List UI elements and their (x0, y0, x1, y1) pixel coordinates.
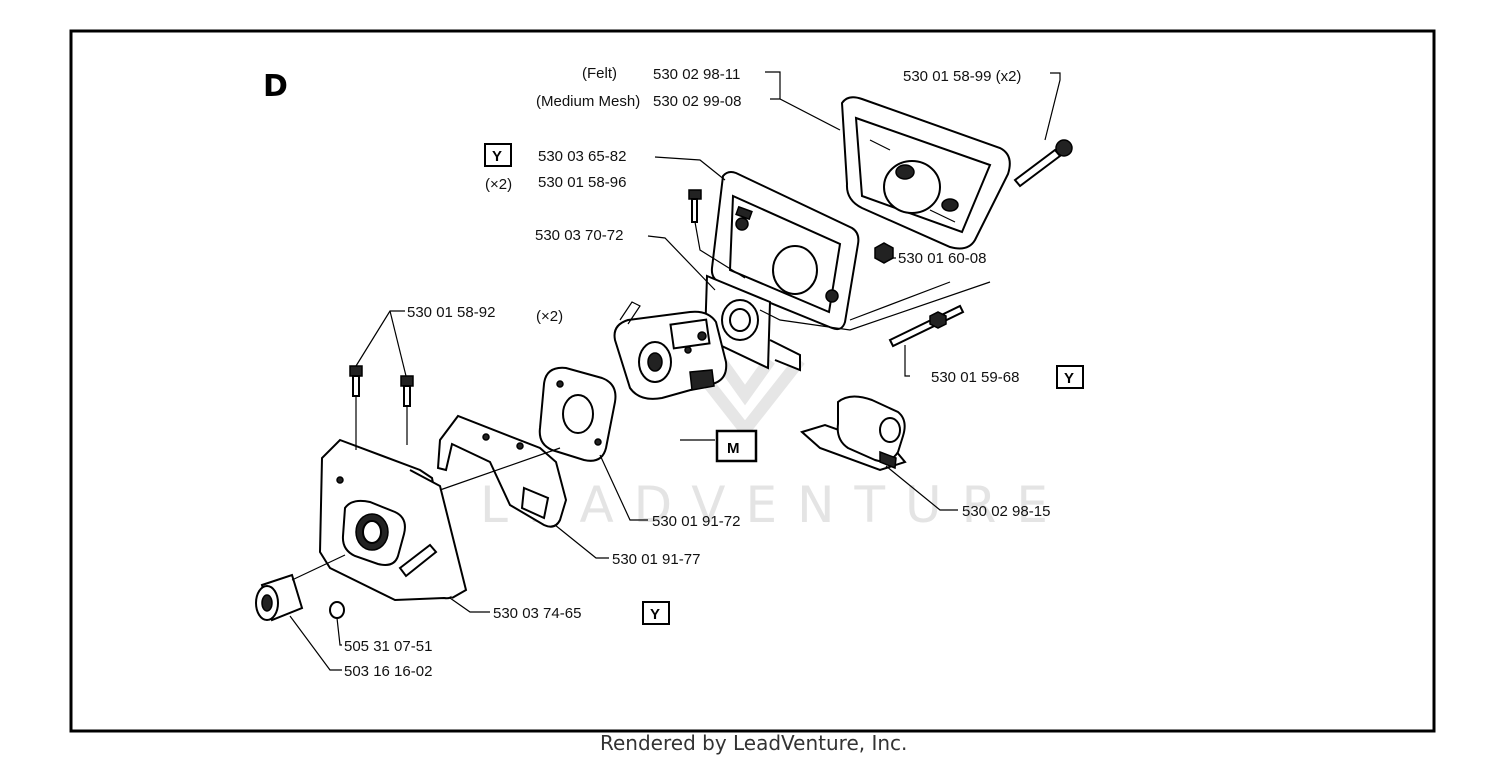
choke-part-number: 530 02 98-15 (962, 503, 1050, 520)
gasket-upper-part-number: 530 03 70-72 (535, 227, 623, 244)
bolts-part-number: 530 01 58-92 (407, 304, 495, 321)
footer-credit: Rendered by LeadVenture, Inc. (600, 731, 907, 755)
svg-text:Y: Y (650, 606, 660, 623)
gasket-part-number: 530 01 91-72 (652, 513, 740, 530)
choke-part (800, 395, 907, 472)
housing (318, 438, 468, 602)
svg-text:Y: Y (492, 148, 502, 165)
gasket-round (538, 366, 617, 462)
nut (874, 242, 894, 264)
housing-screws (349, 365, 414, 407)
mesh-part-number: 530 02 99-08 (653, 93, 741, 110)
bolts-quantity: (×2) (536, 308, 563, 325)
air-filter-cover (840, 96, 1011, 250)
plug (329, 601, 345, 619)
felt-part-number: 530 02 98-11 (653, 66, 740, 83)
screw-part-number: 530 01 58-96 (538, 174, 626, 191)
housing-part-number: 530 03 74-65 (493, 605, 581, 622)
bushing-part-number: 503 16 16-02 (344, 663, 432, 680)
plate-part-number: 530 03 65-82 (538, 148, 626, 165)
screw-quantity: (×2) (485, 176, 512, 193)
y-tag-stud: Y (1056, 365, 1084, 389)
diagram-frame (69, 29, 1436, 733)
leader-lines (289, 71, 1061, 671)
plate-screw (688, 189, 702, 223)
m-tag: M (715, 429, 758, 463)
bushing (255, 573, 304, 622)
carburetor (613, 301, 728, 400)
stud (888, 304, 965, 348)
y-tag-housing: Y (642, 601, 670, 625)
section-letter: D (263, 69, 288, 104)
filter-plate (710, 171, 860, 331)
bracket (436, 414, 568, 528)
svg-text:M: M (727, 440, 740, 457)
stud-part-number: 530 01 59-68 (931, 369, 1019, 386)
svg-text:Y: Y (1064, 370, 1074, 387)
cover-screw (1013, 139, 1073, 188)
watermark: LEADVENTURE (480, 476, 1068, 534)
nut-part-number: 530 01 60-08 (898, 250, 986, 267)
plug-part-number: 505 31 07-51 (344, 638, 432, 655)
cover-screw-part-number: 530 01 58-99 (x2) (903, 68, 1021, 85)
bracket-part-number: 530 01 91-77 (612, 551, 700, 568)
mesh-note: (Medium Mesh) (536, 93, 640, 110)
felt-note: (Felt) (582, 65, 617, 82)
y-tag-plate: Y (484, 143, 512, 167)
